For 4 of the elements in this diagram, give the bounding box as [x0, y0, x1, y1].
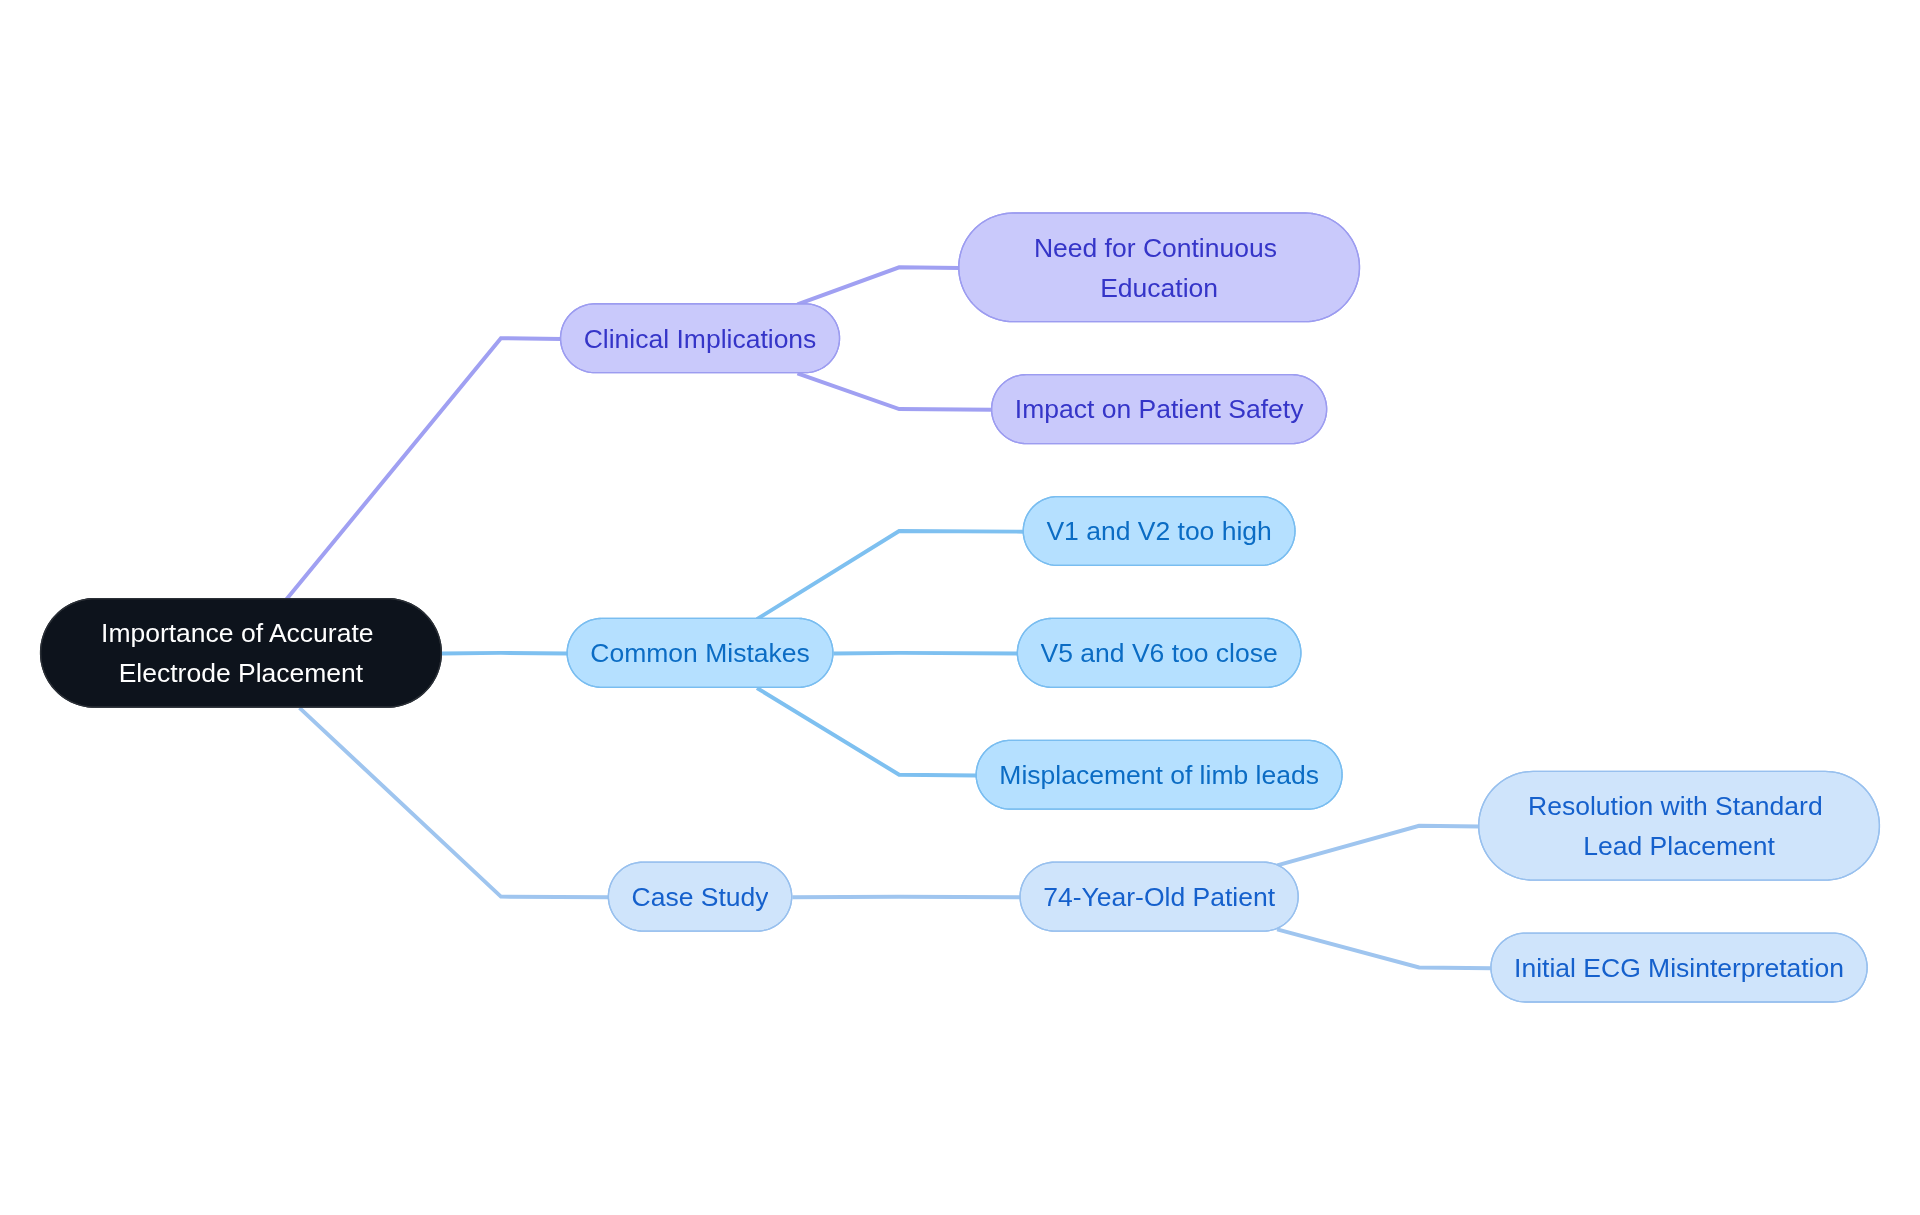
connector [792, 894, 1021, 900]
connector [441, 650, 568, 656]
connector [755, 686, 977, 778]
connector [1276, 927, 1492, 971]
